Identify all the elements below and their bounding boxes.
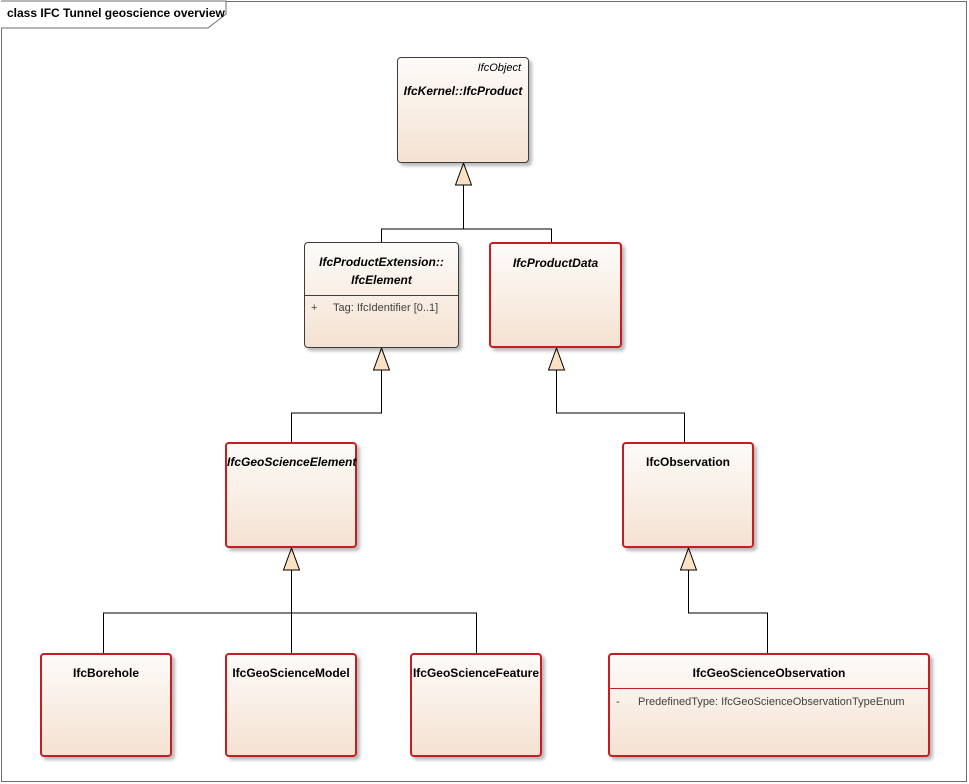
class-compartment-divider [305, 295, 458, 296]
class-ifc-geoscience-observation[interactable]: IfcGeoScienceObservation - PredefinedType… [608, 653, 930, 757]
class-ifc-product-data[interactable]: IfcProductData [489, 242, 622, 348]
connector-geoelement-to-element[interactable] [291, 370, 382, 442]
attribute-visibility: + [311, 302, 318, 314]
class-ifc-geoscience-feature[interactable]: IfcGeoScienceFeature [410, 653, 542, 757]
attribute-visibility: - [616, 696, 620, 708]
generalization-arrowhead [679, 546, 698, 571]
class-name: IfcBorehole [72, 666, 139, 680]
connector-geoobservation-to-observation[interactable] [688, 570, 768, 653]
class-name: IfcGeoScienceFeature [412, 666, 540, 680]
class-name: IfcObservation [645, 455, 731, 469]
class-ifc-borehole[interactable]: IfcBorehole [40, 653, 172, 757]
diagram-title-tab [1, 0, 227, 29]
connector-feature-to-geoelement[interactable] [291, 612, 477, 653]
generalization-arrowhead [454, 161, 473, 186]
class-name: IfcProductData [512, 256, 599, 270]
class-ifc-geoscience-element[interactable]: IfcGeoScienceElement [225, 442, 357, 548]
generalization-arrowhead [547, 346, 566, 371]
diagram-title: class IFC Tunnel geoscience overview [7, 6, 225, 20]
class-stereotype: IfcObject [477, 62, 521, 74]
class-name: IfcGeoScienceElement [227, 455, 357, 469]
class-name-line1: IfcProductExtension:: [319, 255, 444, 269]
connector-observation-to-productdata[interactable] [556, 370, 685, 442]
attribute-text: Tag: IfcIdentifier [0..1] [333, 302, 439, 314]
connector-borehole-to-geoelement[interactable] [103, 570, 292, 653]
class-ifc-product[interactable]: IfcObject IfcKernel::IfcProduct [397, 57, 529, 163]
class-name: IfcGeoScienceObservation [692, 666, 846, 680]
connector-element-to-product[interactable] [381, 185, 464, 242]
class-ifc-observation[interactable]: IfcObservation [622, 442, 754, 548]
class-attribute[interactable]: - PredefinedType: IfcGeoScienceObservatio… [616, 696, 905, 708]
class-ifc-element[interactable]: IfcProductExtension:: IfcElement + Tag: I… [304, 242, 459, 348]
generalization-arrowhead [282, 546, 301, 571]
class-name-line2: IfcElement [351, 273, 412, 287]
class-name: IfcKernel::IfcProduct [403, 84, 523, 98]
connector-productdata-to-product[interactable] [463, 228, 552, 242]
class-name: IfcGeoScienceModel [232, 666, 350, 680]
class-ifc-geoscience-model[interactable]: IfcGeoScienceModel [225, 653, 357, 757]
class-compartment-divider [610, 688, 928, 689]
attribute-text: PredefinedType: IfcGeoScienceObservation… [638, 696, 905, 708]
class-attribute[interactable]: + Tag: IfcIdentifier [0..1] [311, 302, 438, 314]
generalization-arrowhead [372, 346, 391, 371]
